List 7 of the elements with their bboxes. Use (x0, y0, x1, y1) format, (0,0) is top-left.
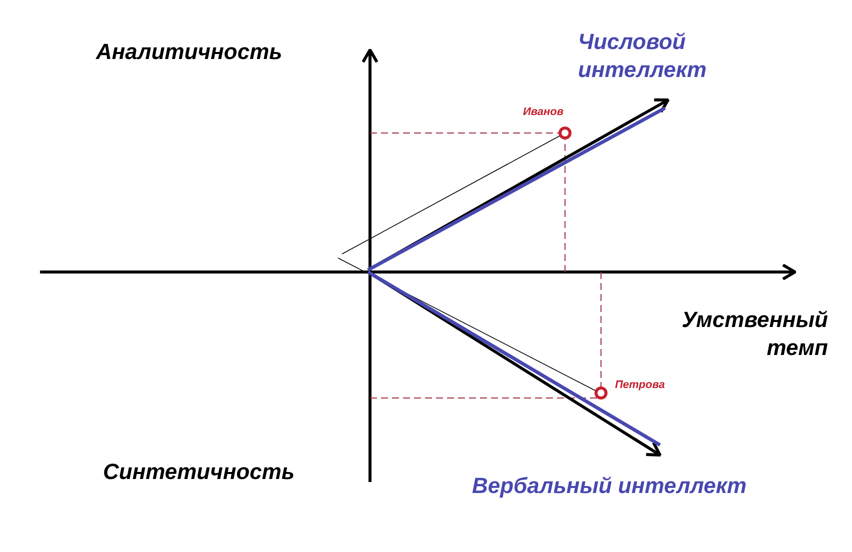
axis-label: Аналитичность (96, 38, 282, 66)
vector-label: Вербальный интеллект (472, 472, 747, 500)
axis-label: Умственный темп (680, 306, 828, 361)
axis-label: Синтетичность (103, 458, 295, 486)
point-label: Иванов (523, 106, 564, 120)
point-label: Петрова (615, 379, 665, 393)
vector-label: Числовой интеллект (578, 28, 708, 83)
